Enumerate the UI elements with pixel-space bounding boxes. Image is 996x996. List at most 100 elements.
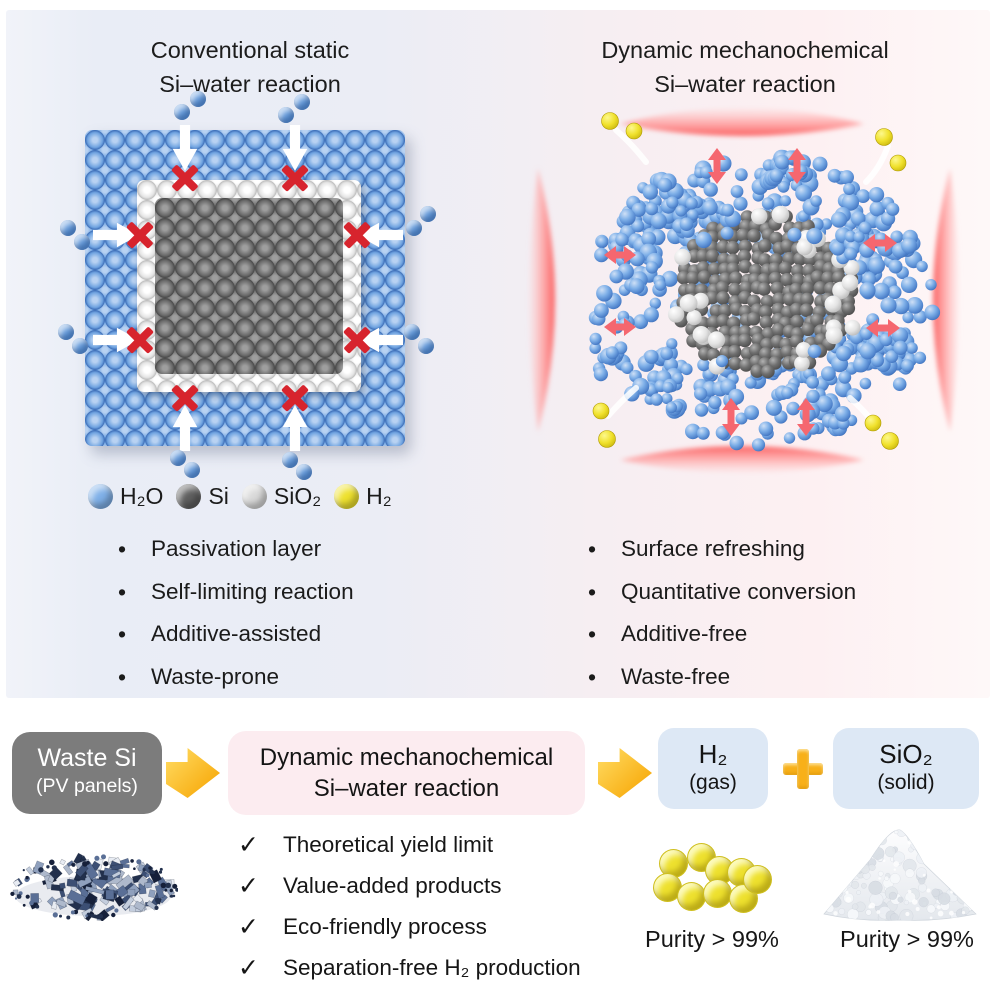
plus-icon: [783, 749, 823, 789]
water-molecule: [278, 107, 294, 123]
h2-molecule: [598, 430, 616, 448]
checklist-label: Theoretical yield limit: [283, 832, 494, 857]
sio2-sphere-icon: [241, 484, 267, 509]
expansion-arrow-icon: [797, 398, 815, 436]
expansion-arrow-icon: [788, 148, 806, 184]
left-panel-title: Conventional static Si–water reaction: [55, 33, 445, 101]
process-box: Dynamic mechanochemical Si–water reactio…: [228, 731, 585, 815]
list-item: Surface refreshing: [588, 536, 968, 579]
legend: H₂O Si SiO₂ H₂: [88, 483, 392, 510]
h2-product-box: H₂ (gas): [658, 728, 768, 809]
blocked-x-icon: [340, 218, 374, 252]
h2-trail: [605, 385, 639, 419]
checklist-item: Separation-free H₂ production: [238, 955, 581, 996]
water-molecule: [184, 462, 200, 478]
press-lens-left: [529, 168, 555, 432]
list-item-label: Surface refreshing: [621, 536, 805, 561]
water-molecule: [60, 220, 76, 236]
purity-solid-label: Purity > 99%: [840, 926, 974, 952]
blocked-x-icon: [278, 381, 312, 415]
waste-si-box: Waste Si (PV panels): [12, 732, 162, 814]
h2-molecule: [864, 414, 882, 432]
water-molecule: [170, 450, 186, 466]
h2o-sphere-icon: [88, 484, 113, 509]
checklist-item: Eco-friendly process: [238, 914, 581, 955]
flow-arrow-icon: [598, 748, 652, 798]
legend-item-sio2: SiO₂: [241, 483, 321, 510]
water-molecule: [296, 464, 312, 480]
blocked-x-icon: [123, 323, 157, 357]
particle-cluster: [588, 149, 941, 452]
checklist-item: Theoretical yield limit: [238, 832, 581, 873]
blocked-x-icon: [168, 161, 202, 195]
expansion-arrow-icon: [863, 234, 897, 252]
h2-molecule: [875, 128, 893, 146]
flow-arrow-icon: [166, 748, 220, 798]
legend-item-h2: H₂: [334, 483, 392, 510]
water-molecule: [190, 91, 206, 107]
legend-label: H₂: [366, 483, 392, 509]
list-item: Waste-free: [588, 664, 968, 707]
sio2-powder-pile: [823, 829, 977, 921]
dynamic-reaction-illustration: [529, 108, 959, 473]
process-line2: Si–water reaction: [313, 775, 500, 802]
solid-label: (solid): [877, 771, 935, 794]
expansion-arrow-icon: [722, 398, 740, 436]
blocked-x-icon: [123, 218, 157, 252]
right-title-line1: Dynamic mechanochemical: [601, 37, 889, 63]
list-item-label: Waste-free: [621, 663, 731, 689]
pv-panels-label: (PV panels): [36, 775, 138, 797]
left-title-line1: Conventional static: [150, 37, 350, 63]
blocked-x-icon: [340, 323, 374, 357]
process-checklist: Theoretical yield limit Value-added prod…: [238, 832, 581, 996]
legend-item-h2o: H₂O: [88, 483, 163, 510]
h2-molecule: [889, 154, 907, 172]
si-sphere-icon: [176, 484, 202, 509]
water-molecule: [72, 338, 88, 354]
press-lens-bottom: [620, 446, 864, 473]
press-lens-top: [620, 108, 864, 136]
blocked-x-icon: [278, 161, 312, 195]
blocked-x-icon: [168, 381, 202, 415]
water-molecule: [74, 234, 90, 250]
h2-molecule: [625, 122, 643, 140]
list-item: Additive-assisted: [118, 621, 478, 664]
left-title-line2: Si–water reaction: [159, 71, 341, 97]
sio2-label: SiO₂: [879, 739, 933, 769]
sio2-product-box: SiO₂ (solid): [833, 728, 979, 809]
h2-escape: [592, 112, 907, 450]
powder-mound: [823, 829, 977, 921]
h2-molecule: [743, 865, 772, 894]
expansion-arrow-icon: [604, 318, 636, 336]
checklist-label: Separation-free H₂ production: [283, 955, 581, 980]
expansion-arrow-icon: [708, 148, 726, 184]
h2-molecule: [881, 432, 899, 450]
h2-molecule: [703, 879, 732, 908]
purity-gas-label: Purity > 99%: [645, 926, 779, 952]
legend-item-si: Si: [176, 483, 229, 510]
h2-molecule: [677, 882, 706, 911]
checklist-label: Value-added products: [283, 873, 502, 898]
si-core: [155, 198, 343, 374]
list-item-label: Passivation layer: [151, 536, 322, 561]
h2-gas-cluster: [650, 843, 772, 913]
legend-label: H₂O: [120, 483, 164, 509]
list-item: Self-limiting reaction: [118, 579, 478, 622]
list-item-label: Quantitative conversion: [621, 578, 857, 604]
right-title-line2: Si–water reaction: [654, 71, 836, 97]
left-drawback-list: Passivation layer Self-limiting reaction…: [118, 536, 478, 706]
h2-sphere-icon: [334, 484, 360, 509]
right-panel-title: Dynamic mechanochemical Si–water reactio…: [530, 33, 960, 101]
h2-label: H₂: [698, 739, 728, 769]
water-molecule: [420, 206, 436, 222]
h2-trail: [613, 127, 649, 165]
list-item-label: Waste-prone: [151, 663, 279, 689]
list-item: Waste-prone: [118, 664, 478, 707]
expansion-arrow-icon: [604, 246, 636, 264]
water-molecule: [174, 104, 190, 120]
list-item: Quantitative conversion: [588, 579, 968, 622]
list-item-label: Additive-assisted: [151, 621, 322, 646]
expansion-arrow-icon: [866, 319, 900, 337]
process-line1: Dynamic mechanochemical: [259, 744, 554, 771]
water-molecule: [58, 324, 74, 340]
